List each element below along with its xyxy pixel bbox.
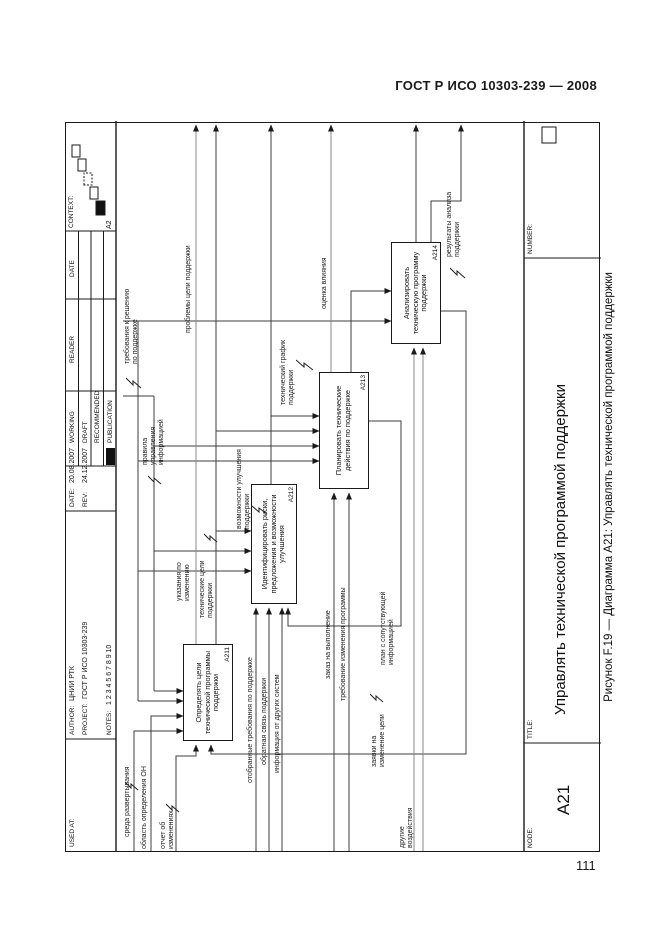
arrow-label: правила управления информацией	[142, 419, 165, 465]
activity-id: A214	[432, 245, 440, 261]
arrow-label: заявки на изменение цели	[371, 714, 386, 767]
arrow-label: требования к решению по поддержке	[124, 288, 139, 364]
activity-id: A212	[288, 487, 296, 503]
title-value: Управлять технической программой поддерж…	[552, 384, 569, 715]
context-label: CONTEXT:	[68, 195, 75, 228]
reader-label: READER	[69, 335, 76, 363]
date2-label: DATE	[69, 260, 76, 277]
context-thumbnail	[71, 144, 106, 216]
callout-zigzag-icon	[125, 781, 139, 791]
activity-id: A211	[224, 647, 232, 662]
activity-box-a214: Анализировать техническую программу подд…	[391, 242, 441, 344]
arrow-label: другие воздействия	[399, 807, 414, 848]
arrow-label: требование изменения программы	[340, 587, 347, 701]
context-node: A2	[106, 220, 113, 229]
arrow-label: технический график поддержки	[280, 339, 295, 405]
author-value: ЦНИИ РТК	[69, 666, 76, 701]
arrow-label: оценка влияния	[321, 257, 328, 309]
callout-zigzag-icon	[370, 693, 384, 703]
arrow-label: заказ на выполнение	[325, 610, 332, 679]
callout-zigzag-icon	[204, 533, 218, 543]
figure-caption: Рисунок F.19 — Диаграмма А21: Управлять …	[603, 272, 615, 702]
notes-label: NOTES:	[106, 710, 113, 735]
status-publication: PUBLICATION	[106, 400, 114, 443]
project-value: ГОСТ Р ИСО 10303-239	[82, 621, 89, 699]
page-number: 111	[576, 858, 596, 873]
arrow-label: область определения ОН	[141, 766, 148, 849]
callout-zigzag-icon	[252, 505, 268, 515]
arrow-label: план с сопутствующей информацией	[380, 591, 395, 665]
activity-id: A213	[360, 375, 368, 391]
arrow-label: информация от других систем	[273, 674, 281, 773]
callout-zigzag-icon	[450, 267, 466, 279]
node-value: A21	[554, 784, 573, 815]
activity-box-a211: Определять цели технической программы по…	[183, 644, 233, 741]
author-label: AUTHOR:	[69, 705, 76, 735]
callout-zigzag-icon	[166, 803, 180, 813]
number-label: NUMBER:	[527, 224, 534, 254]
standard-header: ГОСТ Р ИСО 10303-239 — 2008	[395, 78, 597, 93]
diagram-canvas	[66, 121, 601, 851]
node-label: NODE:	[527, 827, 534, 848]
title-label: TITLE:	[527, 719, 534, 739]
activity-label: Анализировать техническую программу подд…	[401, 251, 429, 335]
arrow-label: отобранные требования по поддержке	[247, 657, 254, 783]
arrow-label: технические цели поддержки	[199, 560, 214, 618]
arrow-label: указания по изменению	[176, 562, 191, 601]
status-recommended: RECOMMENDED	[94, 390, 101, 443]
activity-label: Определять цели технической программы по…	[193, 650, 221, 735]
used-at-label: USED AT:	[69, 818, 76, 847]
notes-value: 1 2 3 4 5 6 7 8 9 10	[106, 644, 113, 705]
arrow-label: результаты анализа поддержки	[446, 191, 461, 257]
callout-zigzag-icon	[296, 359, 314, 371]
arrow-label: обратная связь поддержки	[260, 677, 268, 765]
callout-zigzag-icon	[148, 475, 162, 485]
arrow-label: возможности улучшения поддержки	[236, 449, 251, 529]
date-value: 20.08.2007	[69, 447, 76, 483]
status-working: WORKING	[69, 411, 76, 443]
callout-zigzag-icon	[126, 377, 142, 389]
activity-label: Планировать технические действия по подд…	[334, 385, 352, 476]
activity-box-a212: Идентифицировать риски, предложения и во…	[251, 484, 297, 604]
rev-value: 24.12.2007	[82, 447, 89, 483]
rev-label: REV:	[82, 492, 89, 507]
publication-status-mark	[106, 448, 115, 465]
arrow-label: проблемы цели поддержки	[185, 245, 192, 333]
status-draft: DRAFT	[81, 421, 89, 443]
idef0-sheet: USED AT: AUTHOR: ЦНИИ РТК PROJECT: ГОСТ …	[65, 121, 601, 852]
activity-box-a213: Планировать технические действия по подд…	[319, 372, 369, 489]
project-label: PROJECT:	[82, 703, 89, 735]
date-label: DATE:	[69, 488, 76, 507]
